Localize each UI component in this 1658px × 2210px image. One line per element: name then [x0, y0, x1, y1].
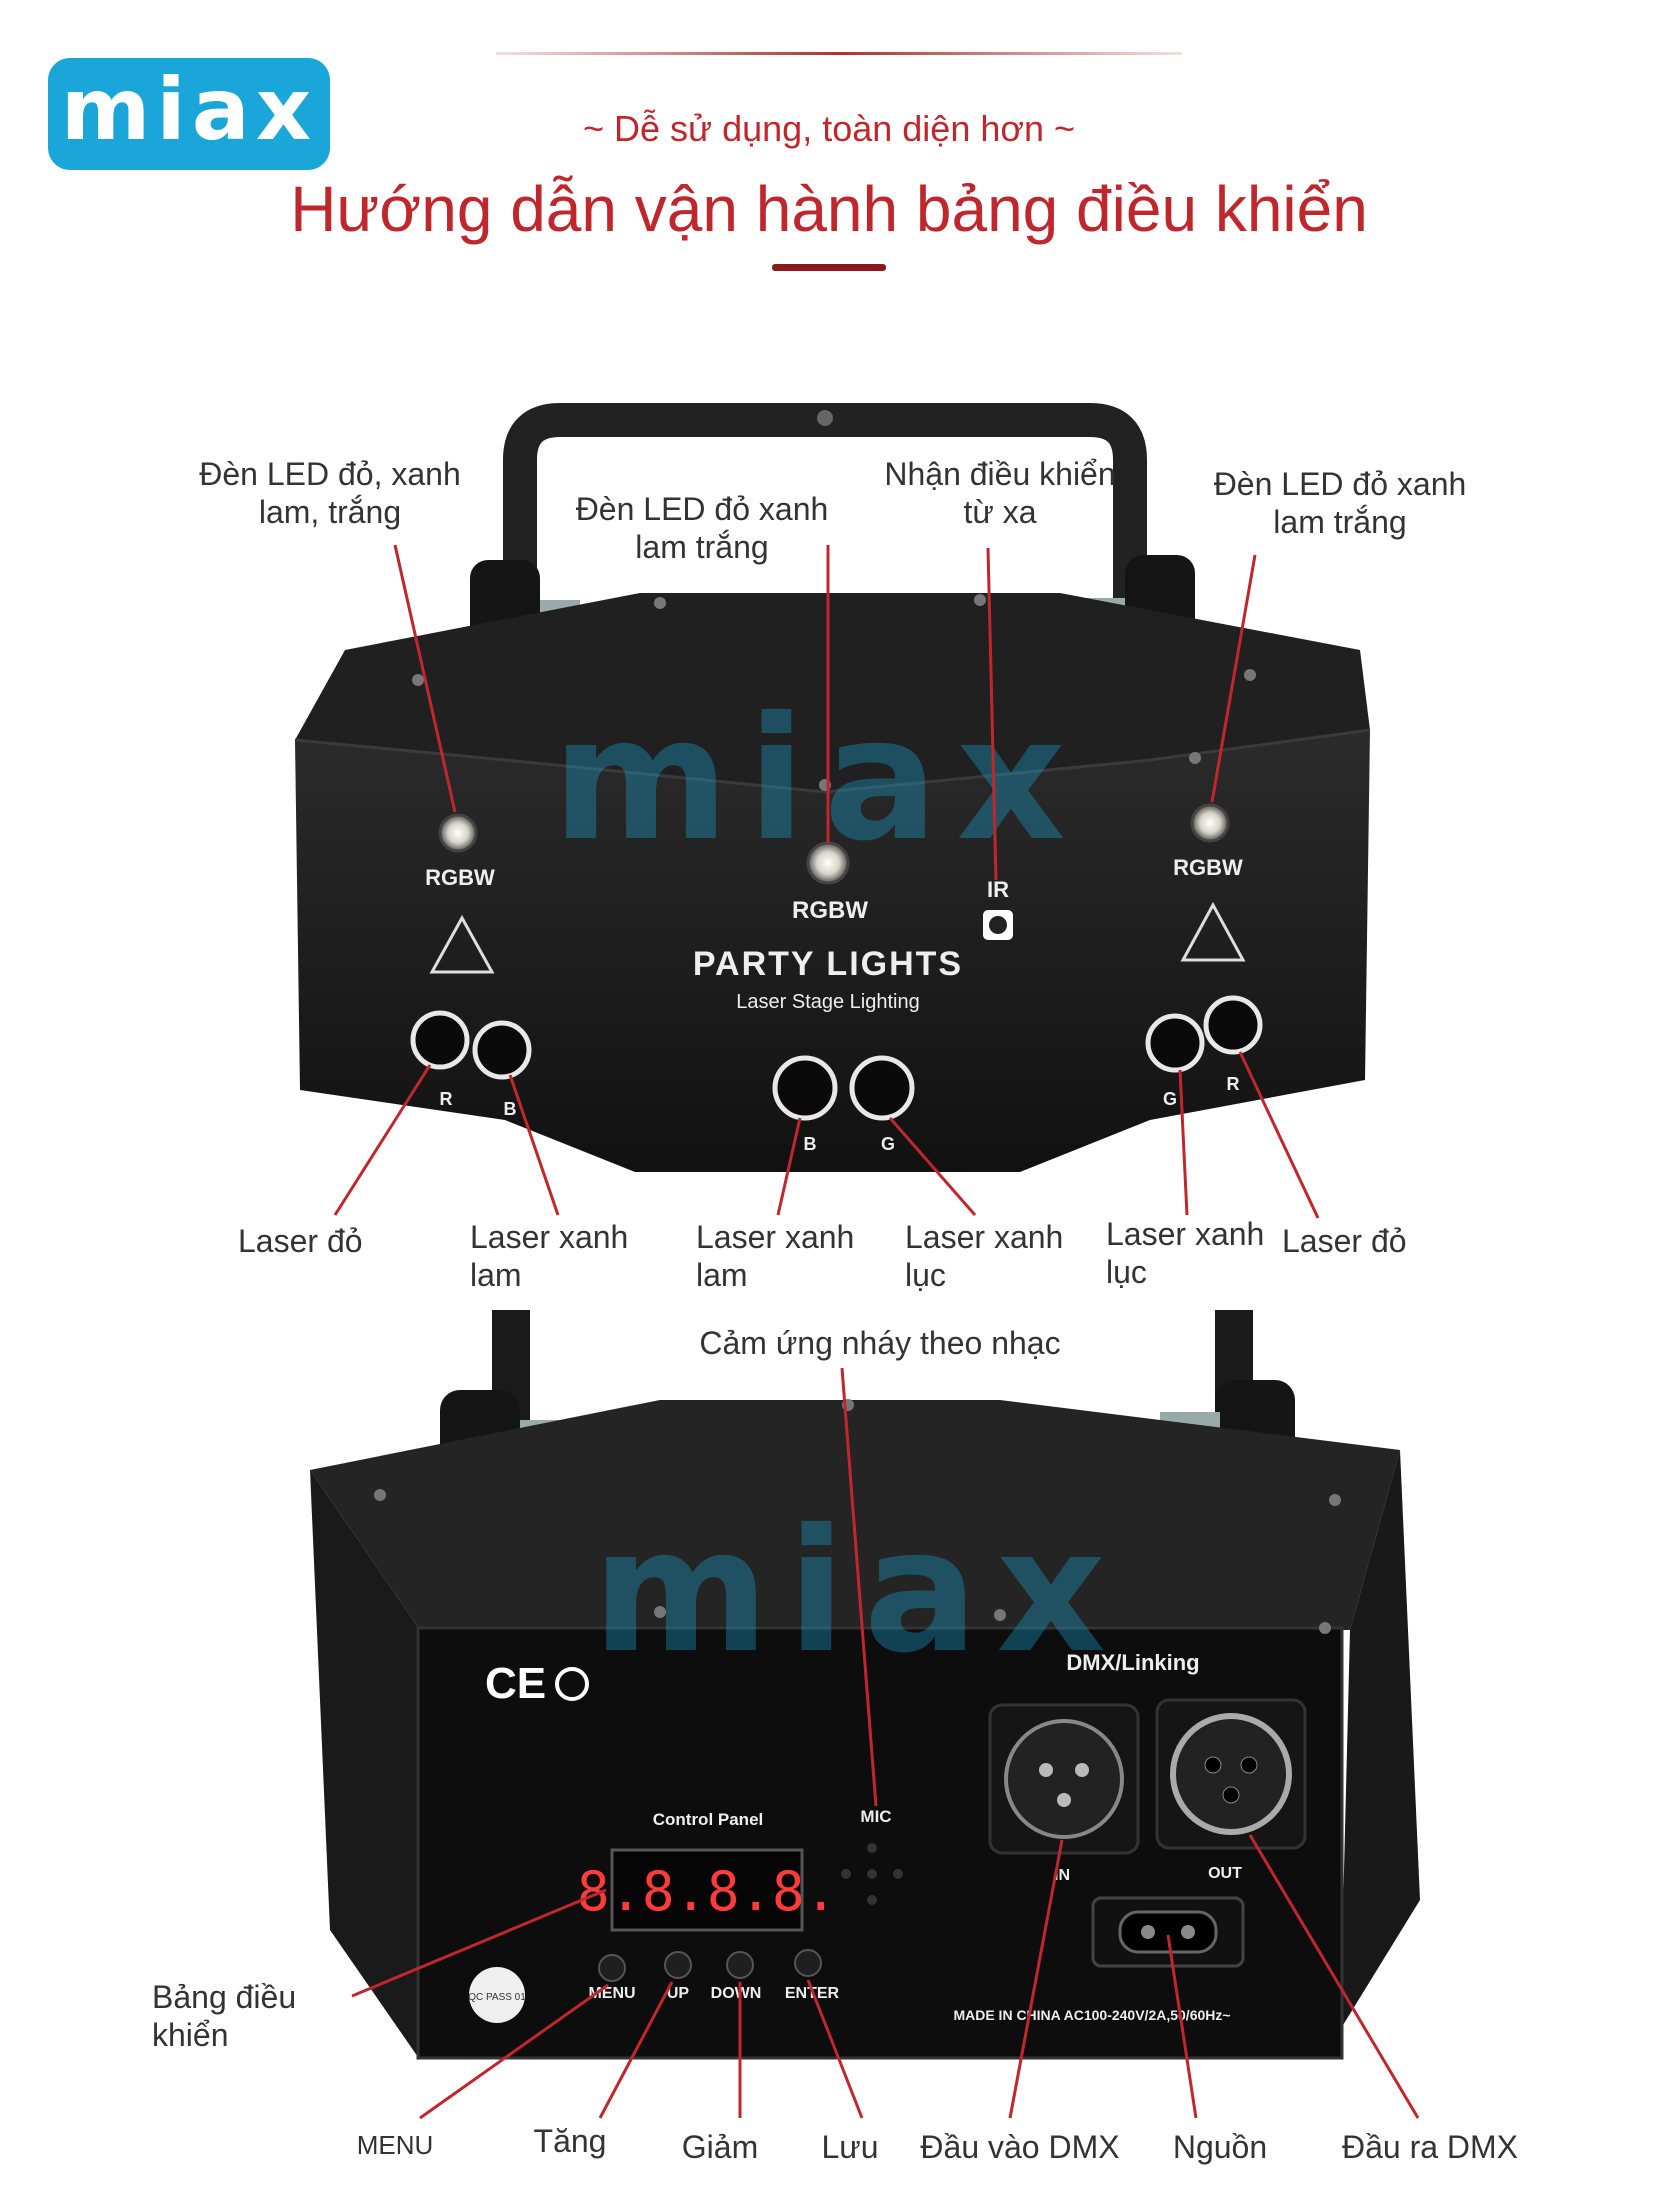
g-center-text: G — [881, 1134, 895, 1154]
label-laser-red-left: Laser đỏ — [238, 1223, 363, 1259]
label-led-right: Đèn LED đỏ xanh lam trắng — [1213, 466, 1467, 540]
miax-logo: miax — [48, 58, 330, 170]
laser-aperture-r-left — [410, 1010, 470, 1070]
r-left-text: R — [440, 1089, 453, 1109]
label-dmx-out: Đầu ra DMX — [1341, 2129, 1519, 2165]
label-laser-blue-center: Laser xanh lam — [696, 1219, 855, 1293]
qc-sticker — [469, 1967, 525, 2023]
label-laser-red-right: Laser đỏ — [1282, 1223, 1407, 1259]
laser-aperture-b-center — [772, 1055, 838, 1121]
label-led-center: Đèn LED đỏ xanh lam trắng — [575, 491, 829, 565]
power-spec-text: MADE IN CHINA AC100-240V/2A,50/60Hz~ — [953, 2007, 1230, 2023]
mic-grille-icon — [841, 1843, 903, 1905]
btn-up-text: UP — [667, 1985, 690, 2002]
top-divider — [496, 52, 1182, 55]
compliance-mark-icon — [555, 1667, 589, 1701]
label-laser-green-right: Laser xanh lục — [1106, 1216, 1265, 1290]
menu-button[interactable] — [598, 1954, 626, 1982]
title-underline — [772, 264, 886, 271]
rgbw-right-text: RGBW — [1173, 855, 1243, 880]
label-down: Giảm — [681, 2129, 759, 2165]
power-socket-icon — [1091, 1896, 1245, 1968]
rgbw-center-text: RGBW — [792, 897, 868, 924]
display-digits: 8.8.8.8. — [577, 1860, 837, 1923]
ce-mark-icon: CE — [485, 1659, 546, 1708]
subtitle: ~ Dễ sử dụng, toàn diện hơn ~ — [582, 108, 1076, 149]
laser-aperture-r-right — [1203, 995, 1263, 1055]
laser-warning-right-icon — [1180, 901, 1246, 962]
qc-sticker-text: QC PASS 01 — [468, 1992, 526, 2003]
label-save: Lưu — [821, 2129, 879, 2165]
r-right-text: R — [1227, 1074, 1240, 1094]
label-laser-green-center: Laser xanh lục — [905, 1219, 1064, 1293]
up-button[interactable] — [664, 1951, 692, 1979]
label-dmx-in: Đầu vào DMX — [920, 2129, 1120, 2165]
dmx-out-text: OUT — [1208, 1865, 1242, 1882]
down-button[interactable] — [726, 1951, 754, 1979]
segment-display — [610, 1848, 804, 1932]
laser-aperture-b-left — [472, 1020, 532, 1080]
dmx-in-text: IN — [1054, 1867, 1070, 1884]
front-device — [294, 403, 1371, 1172]
label-power: Nguồn — [1172, 2129, 1268, 2165]
mic-text: MIC — [860, 1807, 891, 1826]
g-right-text: G — [1163, 1089, 1177, 1109]
pointer-lines — [333, 544, 1420, 2120]
label-music-sensor: Cảm ứng nháy theo nhạc — [699, 1325, 1061, 1361]
page-title: Hướng dẫn vận hành bảng điều khiển — [290, 173, 1368, 245]
label-control-panel: Bảng điều khiển — [152, 1979, 297, 2053]
led-right-icon — [1190, 803, 1230, 843]
btn-down-text: DOWN — [711, 1985, 762, 2002]
label-laser-blue-left: Laser xanh lam — [470, 1219, 629, 1293]
watermark-bottom: miax — [592, 1493, 1124, 1691]
dmx-in-connector-icon — [988, 1703, 1140, 1855]
b-left-text: B — [504, 1099, 517, 1119]
label-led-left: Đèn LED đỏ, xanh lam, trắng — [199, 456, 461, 530]
dmx-linking-text: DMX/Linking — [1066, 1650, 1199, 1675]
laser-stage-text: Laser Stage Lighting — [736, 991, 919, 1013]
party-lights-text: PARTY LIGHTS — [693, 945, 963, 983]
label-ir-receiver: Nhận điều khiển từ xa — [884, 456, 1116, 530]
control-panel-text: Control Panel — [653, 1810, 764, 1829]
dmx-out-connector-icon — [1155, 1698, 1307, 1850]
laser-aperture-g-right — [1145, 1013, 1205, 1073]
laser-aperture-g-center — [849, 1055, 915, 1121]
laser-warning-left-icon — [429, 914, 495, 974]
ir-text: IR — [987, 877, 1009, 902]
label-menu: MENU — [356, 2130, 434, 2160]
led-left-icon — [438, 813, 478, 853]
watermark-top: miax — [552, 681, 1084, 879]
b-center-text: B — [804, 1134, 817, 1154]
label-up: Tăng — [533, 2123, 607, 2159]
enter-button[interactable] — [794, 1949, 822, 1977]
rgbw-left-text: RGBW — [425, 865, 495, 890]
